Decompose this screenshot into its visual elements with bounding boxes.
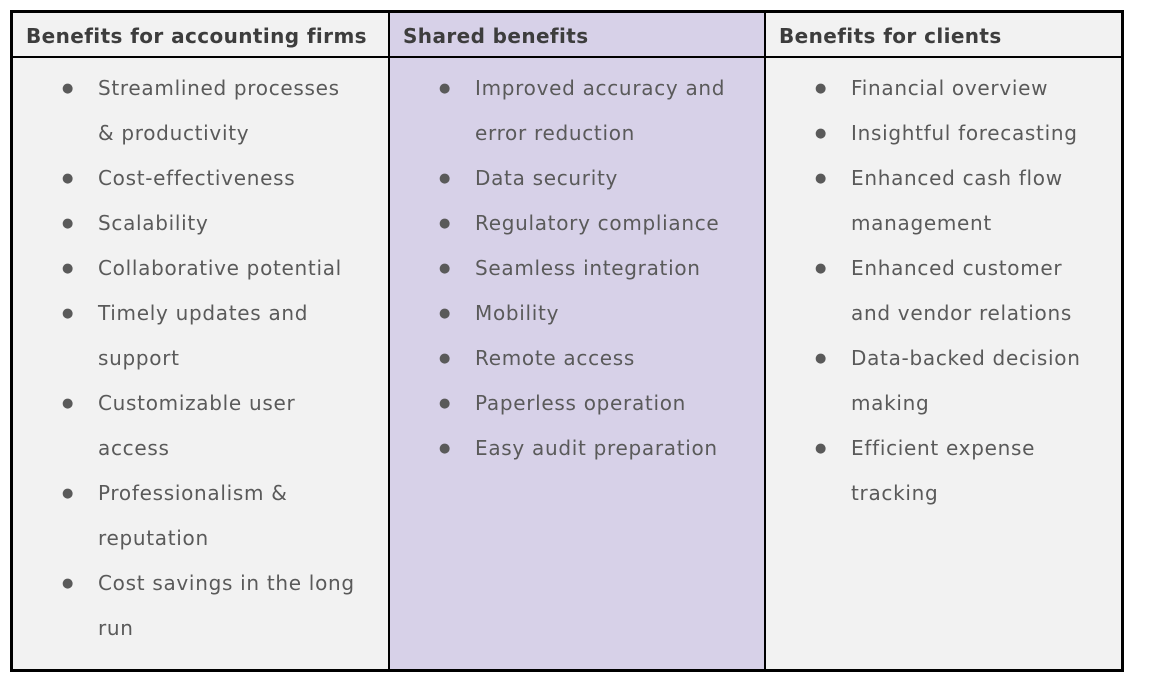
list-item-text: Remote access	[475, 346, 636, 370]
table-column-accounting-firms: Benefits for accounting firms ● Streamli…	[13, 13, 388, 669]
list-item-text: Professionalism & reputation	[98, 481, 288, 550]
list-item-text: Streamlined processes & productivity	[98, 76, 340, 145]
list-item: ● Collaborative potential	[13, 246, 388, 291]
bullet-icon: ●	[439, 306, 451, 321]
list-item-text: Insightful forecasting	[851, 121, 1078, 145]
bullet-icon: ●	[439, 216, 451, 231]
list-item-text: Timely updates and support	[98, 301, 309, 370]
list-item: ● Regulatory compliance	[390, 201, 764, 246]
bullet-icon: ●	[439, 81, 451, 96]
list-item-text: Data security	[475, 166, 619, 190]
list-item-text: Enhanced customer and vendor relations	[851, 256, 1072, 325]
bullet-icon: ●	[815, 81, 827, 96]
bullet-icon: ●	[439, 261, 451, 276]
bullet-icon: ●	[815, 261, 827, 276]
column-header-cell: Benefits for accounting firms	[13, 13, 388, 58]
list-item-text: Enhanced cash flow management	[851, 166, 1063, 235]
column-header-text: Benefits for accounting firms	[26, 23, 367, 48]
bullet-icon: ●	[62, 306, 74, 321]
bullet-icon: ●	[439, 351, 451, 366]
bullet-icon: ●	[62, 261, 74, 276]
list-item: ● Data security	[390, 156, 764, 201]
bullet-icon: ●	[439, 396, 451, 411]
bullet-icon: ●	[62, 81, 74, 96]
list-item: ● Scalability	[13, 201, 388, 246]
bullet-icon: ●	[62, 171, 74, 186]
bullet-icon: ●	[815, 351, 827, 366]
bullet-icon: ●	[62, 486, 74, 501]
bullet-icon: ●	[62, 576, 74, 591]
column-header-cell: Shared benefits	[390, 13, 764, 58]
bullet-list: ● Streamlined processes & productivity ●…	[13, 66, 388, 651]
list-item: ● Enhanced cash flow management	[766, 156, 1121, 246]
list-item-text: Mobility	[475, 301, 560, 325]
list-item: ● Efficient expense tracking	[766, 426, 1121, 516]
list-item: ● Paperless operation	[390, 381, 764, 426]
list-item: ● Remote access	[390, 336, 764, 381]
column-header-text: Benefits for clients	[779, 23, 1002, 48]
list-item: ● Data-backed decision making	[766, 336, 1121, 426]
bullet-list: ● Financial overview ● Insightful foreca…	[766, 66, 1121, 516]
list-item: ● Insightful forecasting	[766, 111, 1121, 156]
bullet-icon: ●	[815, 441, 827, 456]
list-item: ● Enhanced customer and vendor relations	[766, 246, 1121, 336]
list-item-text: Collaborative potential	[98, 256, 342, 280]
table-column-clients: Benefits for clients ● Financial overvie…	[764, 13, 1121, 669]
list-item: ● Customizable user access	[13, 381, 388, 471]
list-item: ● Mobility	[390, 291, 764, 336]
bullet-icon: ●	[62, 396, 74, 411]
list-item: ● Streamlined processes & productivity	[13, 66, 388, 156]
list-item: ● Seamless integration	[390, 246, 764, 291]
list-item-text: Cost savings in the long run	[98, 571, 355, 640]
list-item-text: Improved accuracy and error reduction	[475, 76, 726, 145]
list-item-text: Efficient expense tracking	[851, 436, 1036, 505]
list-item-text: Customizable user access	[98, 391, 296, 460]
column-header-text: Shared benefits	[403, 23, 589, 48]
column-body-cell: ● Improved accuracy and error reduction …	[390, 58, 764, 669]
bullet-icon: ●	[439, 441, 451, 456]
list-item-text: Seamless integration	[475, 256, 701, 280]
column-header-cell: Benefits for clients	[766, 13, 1121, 58]
bullet-icon: ●	[815, 171, 827, 186]
list-item-text: Easy audit preparation	[475, 436, 718, 460]
bullet-icon: ●	[439, 171, 451, 186]
list-item: ● Timely updates and support	[13, 291, 388, 381]
table-column-shared-benefits: Shared benefits ● Improved accuracy and …	[388, 13, 764, 669]
bullet-icon: ●	[62, 216, 74, 231]
list-item: ● Financial overview	[766, 66, 1121, 111]
bullet-list: ● Improved accuracy and error reduction …	[390, 66, 764, 471]
list-item: ● Cost-effectiveness	[13, 156, 388, 201]
list-item-text: Paperless operation	[475, 391, 687, 415]
column-body-cell: ● Financial overview ● Insightful foreca…	[766, 58, 1121, 669]
list-item-text: Scalability	[98, 211, 209, 235]
list-item-text: Data-backed decision making	[851, 346, 1081, 415]
list-item-text: Financial overview	[851, 76, 1049, 100]
list-item-text: Regulatory compliance	[475, 211, 720, 235]
list-item: ● Improved accuracy and error reduction	[390, 66, 764, 156]
list-item: ● Professionalism & reputation	[13, 471, 388, 561]
bullet-icon: ●	[815, 126, 827, 141]
list-item: ● Cost savings in the long run	[13, 561, 388, 651]
list-item: ● Easy audit preparation	[390, 426, 764, 471]
list-item-text: Cost-effectiveness	[98, 166, 296, 190]
column-body-cell: ● Streamlined processes & productivity ●…	[13, 58, 388, 669]
benefits-comparison-table: Benefits for accounting firms ● Streamli…	[10, 10, 1124, 672]
